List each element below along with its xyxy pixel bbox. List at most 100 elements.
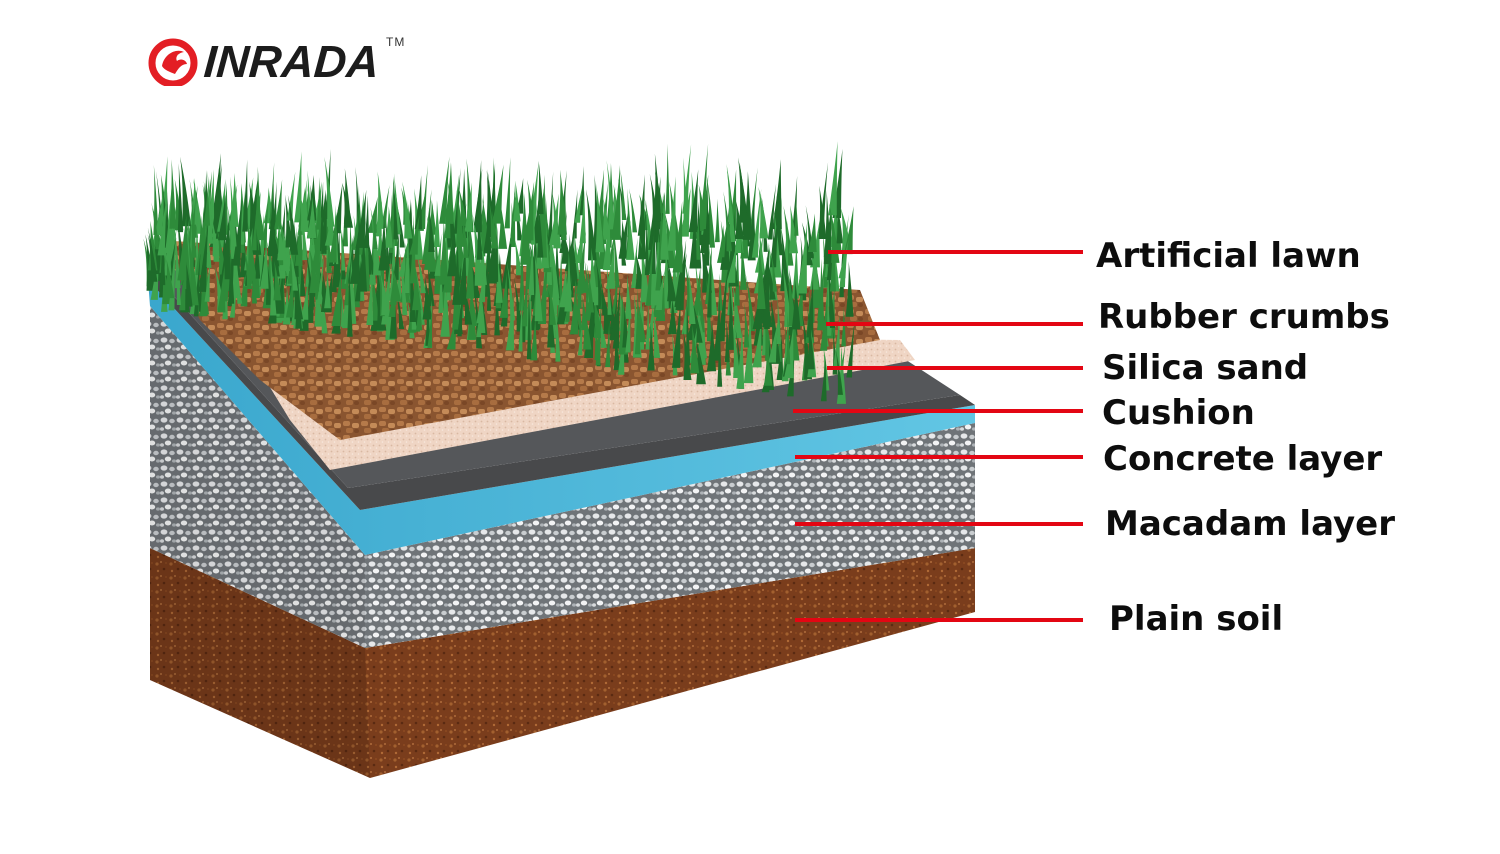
grass-blade — [537, 203, 544, 258]
label-silica-sand: Silica sand — [1102, 348, 1309, 388]
grass-blade — [605, 245, 616, 289]
grass-blade — [720, 218, 729, 258]
grass-blade — [492, 164, 504, 224]
grass-blade — [398, 244, 408, 316]
label-macadam-layer: Macadam layer — [1105, 504, 1395, 544]
grass-blade — [651, 304, 661, 358]
grass-blade — [310, 216, 322, 273]
grass-blade — [164, 259, 175, 299]
grass-blade — [324, 269, 331, 309]
grass-blade — [726, 167, 736, 243]
grass-blade — [651, 176, 661, 243]
grass-blade — [147, 220, 158, 271]
grass-blade — [835, 348, 843, 395]
grass-blade — [308, 247, 320, 292]
grass-blade — [788, 205, 799, 254]
grass-blade — [242, 159, 248, 232]
grass-blade — [255, 228, 261, 279]
grass-blade — [592, 219, 602, 288]
grass-blade — [453, 167, 461, 234]
grass-blade — [644, 242, 656, 305]
grass-blade — [473, 168, 483, 226]
grass-blade — [203, 187, 211, 226]
grass-blade — [597, 309, 607, 348]
grass-blade — [505, 291, 515, 351]
grass-blade — [397, 205, 405, 248]
grass-blade — [378, 216, 388, 271]
plain-soil-side — [150, 548, 370, 778]
grass-blade — [280, 200, 286, 247]
grass-blade — [671, 299, 681, 368]
grass-blade — [791, 241, 799, 299]
grass-blade — [827, 261, 836, 329]
grass-blade — [559, 266, 569, 308]
grass-blade — [646, 219, 656, 275]
grass-blade — [595, 293, 602, 366]
grass-blade — [516, 178, 524, 214]
grass-blade — [531, 193, 540, 244]
grass-blade — [185, 256, 193, 307]
grass-blade — [433, 200, 440, 248]
grass-blade — [447, 220, 457, 277]
grass-blade — [584, 287, 595, 359]
grass-blade — [349, 217, 361, 284]
grass-blade — [758, 186, 769, 239]
grass-blade — [259, 239, 269, 289]
grass-blade — [520, 191, 530, 265]
grass-blade — [363, 195, 370, 249]
label-artificial-lawn: Artificial lawn — [1096, 236, 1361, 276]
label-cushion: Cushion — [1102, 393, 1255, 433]
grass-blade — [732, 319, 741, 379]
grass-blade — [653, 153, 662, 222]
grass-blade — [380, 273, 390, 316]
grass-blade — [637, 304, 647, 343]
grass-blade — [807, 277, 816, 323]
grass-blade — [717, 330, 723, 387]
grass-blade — [306, 197, 317, 238]
grass-blade — [703, 191, 710, 266]
grass-blade — [232, 193, 243, 266]
grass-blade — [763, 347, 773, 386]
grass-blade — [340, 289, 345, 327]
grass-blade — [439, 156, 450, 224]
grass-blade — [473, 160, 482, 233]
grass-blade — [343, 168, 352, 224]
grass-blade — [494, 282, 500, 336]
grass-blade — [198, 218, 209, 292]
grass-blade — [499, 272, 509, 318]
grass-blade — [389, 184, 394, 253]
grass-blade — [689, 325, 700, 374]
grass-blade — [167, 237, 177, 278]
grass-blade — [518, 293, 523, 352]
grass-blade — [548, 281, 556, 325]
grass-blade — [409, 214, 420, 255]
grass-blade — [579, 166, 585, 216]
grass-blade — [579, 189, 586, 244]
grass-blade — [556, 268, 567, 325]
trademark-symbol: TM — [386, 35, 406, 49]
grass-blade — [769, 212, 779, 268]
grass-blade — [601, 288, 613, 334]
label-plain-soil: Plain soil — [1109, 599, 1284, 639]
grass-blade — [277, 225, 287, 261]
grass-blade — [425, 288, 431, 346]
grass-blade — [700, 174, 709, 230]
grass-blade — [528, 233, 535, 296]
grass-blade — [675, 239, 687, 311]
grass-blade — [267, 183, 275, 257]
grass-blade — [794, 196, 799, 236]
grass-blade — [163, 184, 174, 250]
grass-blade — [381, 256, 391, 325]
grass-blade — [639, 201, 647, 260]
grass-blade — [647, 298, 654, 339]
grass-blade — [438, 219, 449, 285]
grass-blade — [229, 249, 235, 304]
grass-blade — [644, 212, 650, 276]
grass-blade — [455, 189, 465, 247]
grass-blade — [298, 191, 310, 232]
grass-blade — [339, 221, 346, 271]
grass-blade — [768, 317, 779, 363]
grass-blade — [526, 285, 532, 360]
grass-blade — [412, 270, 422, 311]
grass-blade — [809, 242, 819, 290]
